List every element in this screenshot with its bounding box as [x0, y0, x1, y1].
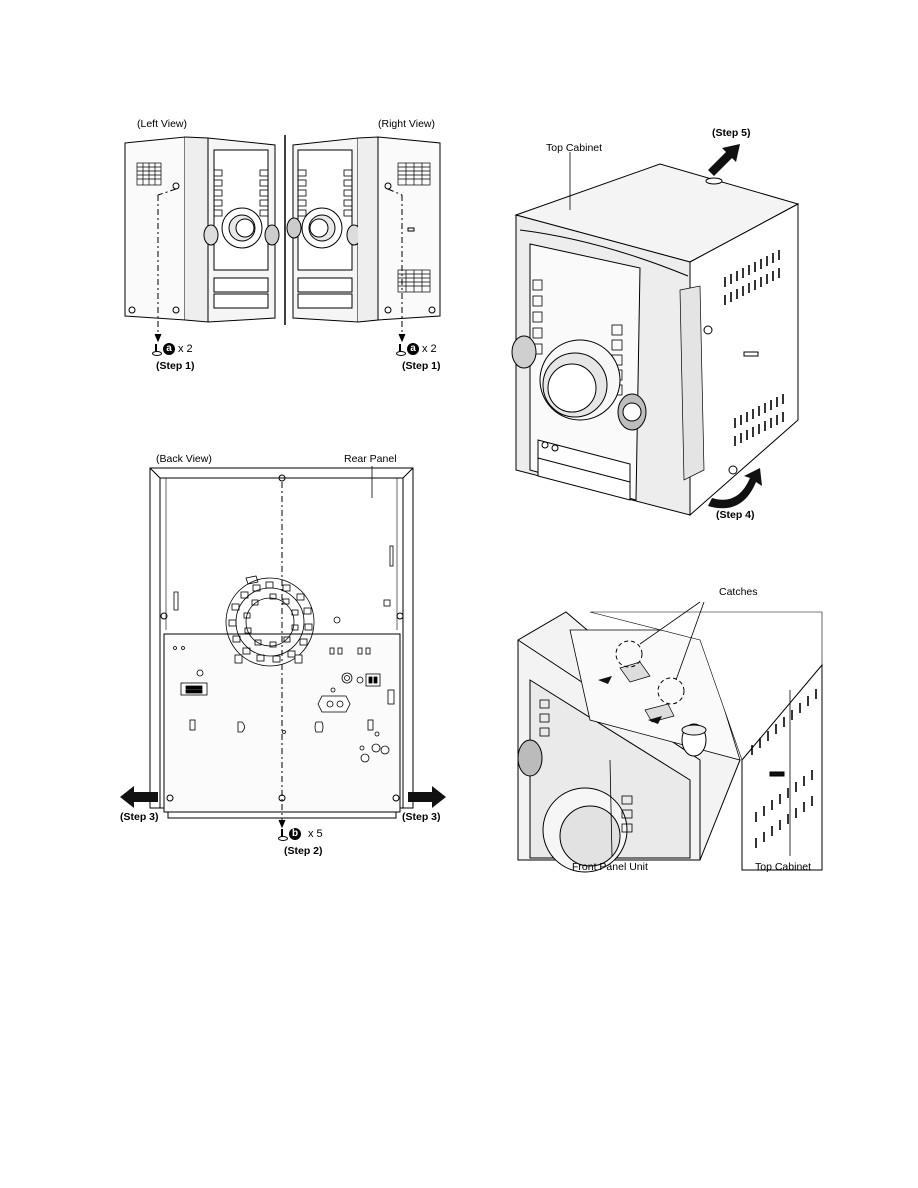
- step-4-label: (Step 4): [716, 509, 755, 521]
- back-view-label: (Back View): [156, 453, 212, 465]
- catches-label: Catches: [719, 586, 758, 598]
- screw-count: x 5: [308, 827, 323, 840]
- catches-drawing: [517, 601, 823, 873]
- top-cabinet-label-2: Top Cabinet: [755, 861, 812, 873]
- right-view-label: (Right View): [378, 118, 435, 130]
- right-arrow-icon: [408, 786, 446, 808]
- right-screw-callout: a x 2: [396, 342, 437, 356]
- right-view-drawing: [286, 136, 441, 343]
- back-screw-callout: b x 5: [278, 827, 323, 841]
- screw-letter-badge: a: [163, 343, 175, 355]
- screw-count: x 2: [422, 342, 437, 355]
- screw-icon: [396, 344, 406, 356]
- rear-panel-label: Rear Panel: [344, 453, 397, 465]
- back-view-drawing: [120, 466, 446, 829]
- step-3-right-label: (Step 3): [402, 811, 441, 823]
- step-2-label: (Step 2): [284, 845, 323, 857]
- top-cabinet-label: Top Cabinet: [546, 142, 603, 154]
- curved-arrow-icon: [708, 468, 762, 509]
- left-view-label: (Left View): [137, 118, 187, 130]
- left-view-drawing: [124, 136, 280, 343]
- step-3-left-label: (Step 3): [120, 811, 159, 823]
- screw-count: x 2: [178, 342, 193, 355]
- left-arrow-icon: [120, 786, 158, 808]
- screw-icon: [278, 829, 288, 841]
- left-step-label: (Step 1): [156, 360, 195, 372]
- cabinet-drawing: [511, 144, 800, 517]
- screw-letter-badge: b: [289, 828, 301, 840]
- screw-icon: [152, 344, 162, 356]
- screw-letter-badge: a: [407, 343, 419, 355]
- front-panel-unit-label: Front Panel Unit: [572, 861, 648, 873]
- right-step-label: (Step 1): [402, 360, 441, 372]
- fan-grille: [225, 575, 315, 667]
- step-5-label: (Step 5): [712, 127, 751, 139]
- left-screw-callout: a x 2: [152, 342, 193, 356]
- up-arrow-icon: [708, 144, 740, 176]
